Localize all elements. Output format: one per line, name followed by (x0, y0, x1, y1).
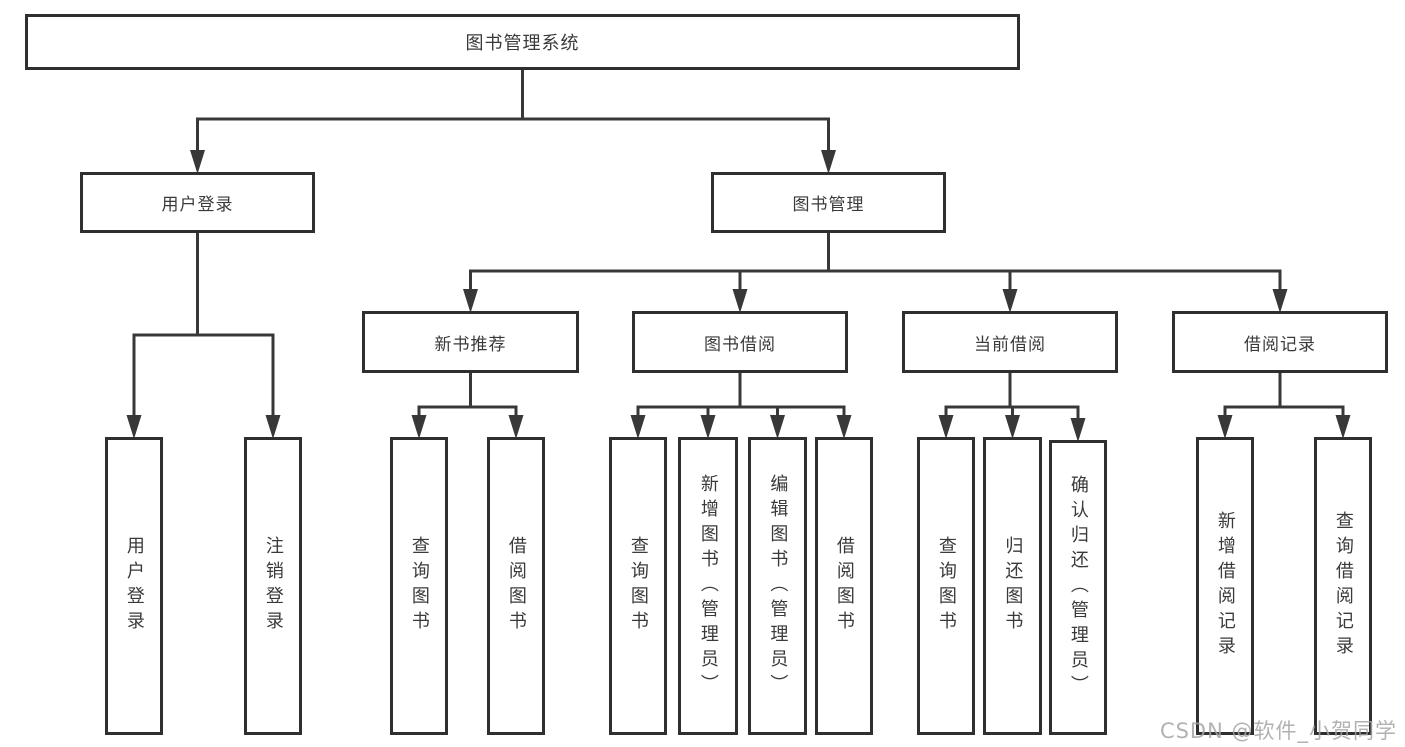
arrowhead-borrow-books-borrow (836, 415, 852, 439)
node-borrow-books-rec: 借阅图书 (487, 437, 545, 735)
node-label-book-mgmt-branch: 图书管理 (792, 195, 865, 215)
edge-user-login-branch-to-user-login-leaf (132, 231, 199, 419)
arrowhead-query-borrow-record (1335, 415, 1351, 439)
node-label-query-borrow-record: 查询借阅记录 (1332, 511, 1354, 661)
node-label-user-login-leaf: 用户登录 (123, 536, 145, 636)
node-user-login-leaf: 用户登录 (105, 437, 163, 735)
node-query-books-cur: 查询图书 (917, 437, 975, 735)
edge-book-mgmt-branch-to-current-borrow (827, 231, 1012, 293)
edge-borrow-records-to-query-borrow-record (1278, 371, 1345, 419)
node-label-logout-leaf: 注销登录 (262, 536, 284, 636)
arrowhead-user-login-leaf (126, 415, 142, 439)
node-label-edit-books-admin: 编辑图书（管理员） (767, 473, 789, 699)
node-label-borrow-records: 借阅记录 (1244, 334, 1316, 355)
node-label-user-login-branch: 用户登录 (161, 195, 234, 215)
arrowhead-query-books-borrow (630, 415, 646, 439)
edge-book-borrow-to-borrow-books-borrow (738, 371, 846, 419)
arrowhead-book-borrow (732, 289, 748, 313)
arrowhead-return-books (1005, 415, 1020, 439)
node-borrow-books-borrow: 借阅图书 (815, 437, 873, 735)
edge-book-mgmt-branch-to-book-borrow (738, 231, 830, 293)
node-return-books: 归还图书 (983, 437, 1042, 735)
node-add-books-admin: 新增图书（管理员） (678, 437, 738, 735)
node-label-current-borrow: 当前借阅 (974, 334, 1046, 355)
edge-book-mgmt-branch-to-borrow-records (827, 231, 1282, 293)
edge-root-to-user-login-branch (196, 68, 524, 154)
arrowhead-edit-books-admin (770, 415, 785, 439)
node-current-borrow: 当前借阅 (902, 311, 1118, 373)
arrowhead-borrow-books-rec (508, 415, 524, 439)
node-query-books-rec: 查询图书 (390, 437, 448, 735)
arrowhead-borrow-records (1272, 289, 1288, 313)
node-book-mgmt-branch: 图书管理 (711, 172, 946, 233)
node-label-borrow-books-rec: 借阅图书 (505, 536, 527, 636)
node-label-borrow-books-borrow: 借阅图书 (833, 536, 855, 636)
edge-book-borrow-to-query-books-borrow (636, 371, 742, 419)
node-label-add-books-admin: 新增图书（管理员） (697, 473, 719, 699)
node-label-book-borrow: 图书借阅 (704, 334, 776, 355)
edge-borrow-records-to-add-borrow-record (1223, 371, 1282, 419)
edge-new-book-rec-to-query-books-rec (417, 371, 472, 419)
node-user-login-branch: 用户登录 (80, 172, 315, 233)
node-label-query-books-rec: 查询图书 (408, 536, 430, 636)
arrowhead-new-book-rec (463, 289, 478, 313)
node-logout-leaf: 注销登录 (244, 437, 302, 735)
node-label-add-borrow-record: 新增借阅记录 (1214, 511, 1236, 661)
arrowhead-logout-leaf (265, 415, 281, 439)
edge-current-borrow-to-query-books-cur (944, 371, 1012, 419)
arrowhead-query-books-cur (938, 415, 954, 439)
node-label-query-books-borrow: 查询图书 (627, 536, 649, 636)
edge-new-book-rec-to-borrow-books-rec (469, 371, 518, 419)
watermark: CSDN @软件_小贺同学 (1159, 719, 1397, 743)
node-label-query-books-cur: 查询图书 (935, 536, 957, 636)
arrowhead-query-books-rec (411, 415, 427, 439)
edge-current-borrow-to-confirm-return (1008, 371, 1080, 422)
arrowhead-book-mgmt-branch (821, 150, 836, 174)
edge-root-to-book-mgmt-branch (521, 68, 830, 154)
edge-book-borrow-to-edit-books-admin (738, 371, 779, 419)
node-add-borrow-record: 新增借阅记录 (1196, 437, 1254, 735)
node-label-confirm-return: 确认归还（管理员） (1067, 475, 1089, 700)
node-label-new-book-rec: 新书推荐 (434, 334, 507, 355)
edge-book-mgmt-branch-to-new-book-rec (469, 231, 830, 293)
node-confirm-return: 确认归还（管理员） (1049, 440, 1107, 735)
node-new-book-rec: 新书推荐 (362, 311, 579, 373)
node-borrow-records: 借阅记录 (1172, 311, 1388, 373)
node-book-borrow: 图书借阅 (632, 311, 848, 373)
node-label-return-books: 归还图书 (1002, 536, 1024, 636)
edge-user-login-branch-to-logout-leaf (196, 231, 275, 419)
node-query-books-borrow: 查询图书 (609, 437, 667, 735)
edge-book-borrow-to-add-books-admin (706, 371, 742, 419)
arrowhead-current-borrow (1002, 289, 1018, 313)
arrowhead-user-login-branch (190, 150, 205, 174)
node-label-root: 图书管理系统 (465, 33, 580, 54)
arrowhead-confirm-return (1070, 418, 1086, 442)
node-query-borrow-record: 查询借阅记录 (1314, 437, 1372, 735)
arrowhead-add-borrow-record (1217, 415, 1233, 439)
arrowhead-add-books-admin (700, 415, 716, 439)
node-edit-books-admin: 编辑图书（管理员） (748, 437, 807, 735)
node-root: 图书管理系统 (25, 14, 1020, 70)
